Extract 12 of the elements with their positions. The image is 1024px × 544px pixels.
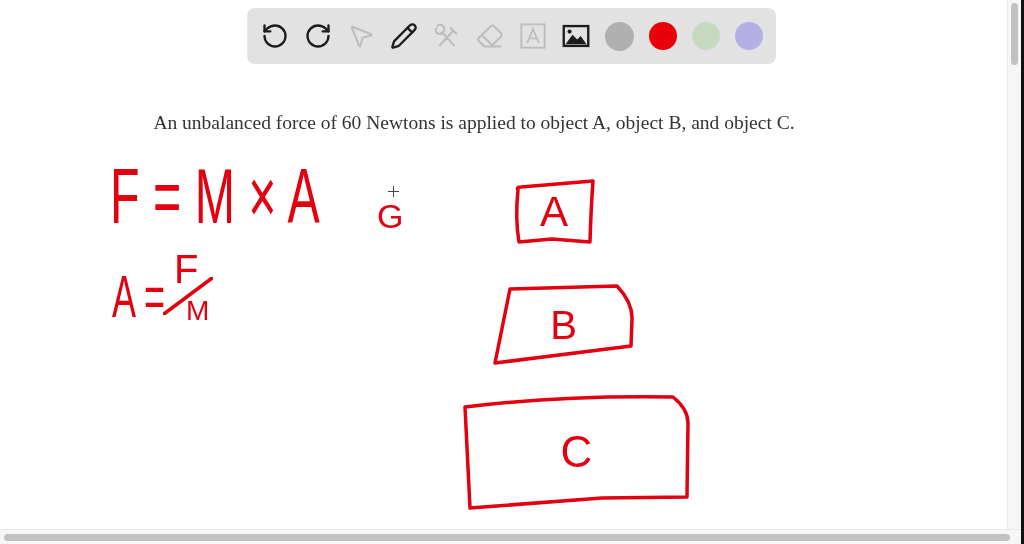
handwritten-letter: G <box>377 199 404 233</box>
box-letter: C <box>560 430 593 474</box>
fraction-numerator: F <box>174 249 199 289</box>
fraction-denominator: M <box>186 297 210 325</box>
hand-drawn-box <box>512 178 596 246</box>
formula-text: A = <box>112 267 166 327</box>
box-letter: B <box>550 304 577 345</box>
problem-statement: An unbalanced force of 60 Newtons is applied to object A, object B, and object C. <box>152 111 796 135</box>
formula-text: F = M × A <box>110 157 320 235</box>
hand-drawn-box <box>492 283 635 366</box>
box-letter: A <box>540 191 568 233</box>
hand-drawn-box <box>462 393 691 511</box>
